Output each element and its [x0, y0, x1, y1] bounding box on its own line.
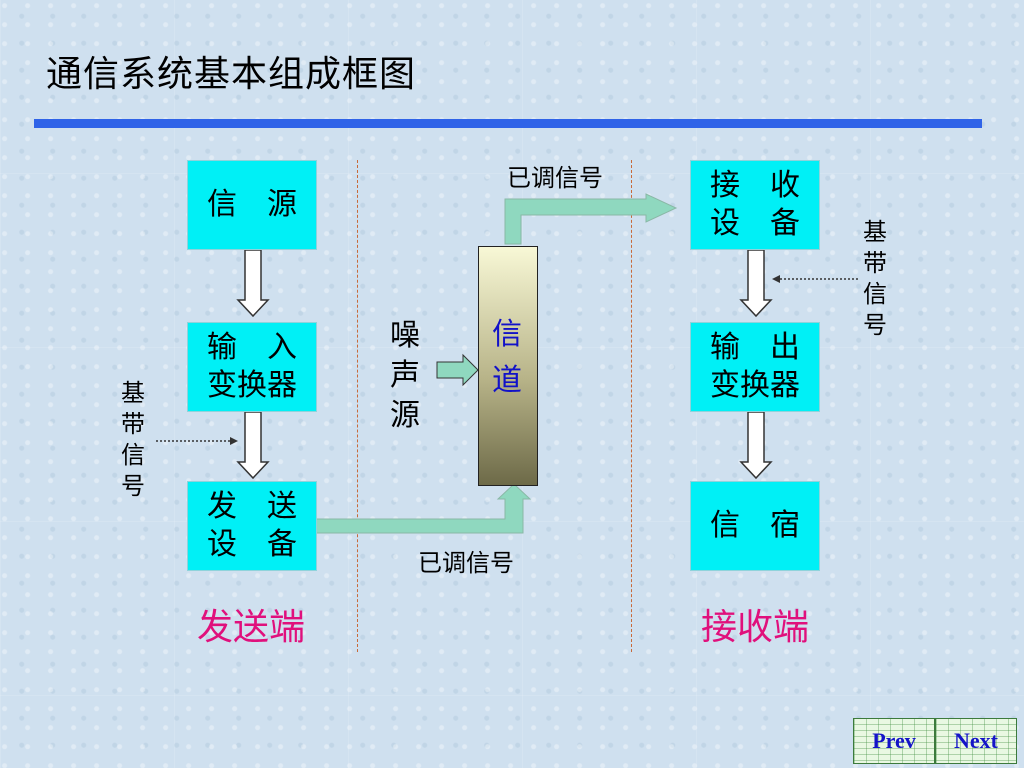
box-transmitter-line1: 发 送 — [207, 489, 297, 524]
noise-source-label: 噪声源 — [390, 318, 420, 433]
baseband-label-left: 基带信号 — [121, 379, 145, 500]
arrow-input-to-transmitter — [236, 411, 270, 480]
box-receiver-line2: 设 备 — [710, 206, 800, 241]
arrow-output-to-sink — [739, 411, 773, 480]
title-underline — [34, 119, 982, 128]
receiver-side-label: 接收端 — [701, 607, 810, 648]
sender-side-label: 发送端 — [197, 607, 306, 648]
box-source-label: 信 源 — [207, 187, 297, 222]
box-output-line1: 输 出 — [710, 330, 800, 365]
box-transmitter: 发 送 设 备 — [187, 481, 317, 571]
arrow-noise-to-channel — [436, 353, 479, 387]
left-divider — [357, 160, 358, 652]
box-sink-label: 信 宿 — [710, 508, 800, 543]
arrow-transmitter-to-channel — [315, 483, 532, 534]
box-receiver-line1: 接 收 — [710, 168, 800, 203]
arrow-source-to-input — [236, 249, 270, 318]
box-input-line1: 输 入 — [207, 330, 297, 365]
channel-label: 信道 — [492, 317, 522, 398]
right-divider — [631, 160, 632, 652]
prev-button[interactable]: Prev — [853, 718, 935, 764]
baseband-label-right: 基带信号 — [863, 218, 887, 339]
next-button[interactable]: Next — [935, 718, 1017, 764]
arrow-channel-to-receiver — [504, 193, 678, 245]
box-output-line2: 变换器 — [710, 368, 800, 403]
channel-cylinder — [478, 246, 538, 486]
box-input-line2: 变换器 — [207, 368, 297, 403]
arrow-receiver-to-output — [739, 249, 773, 318]
box-receiver: 接 收 设 备 — [690, 160, 820, 250]
box-source: 信 源 — [187, 160, 317, 250]
box-output-transducer: 输 出 变换器 — [690, 322, 820, 412]
box-transmitter-line2: 设 备 — [207, 527, 297, 562]
box-input-transducer: 输 入 变换器 — [187, 322, 317, 412]
modulated-signal-label-top: 已调信号 — [507, 164, 603, 192]
modulated-signal-label-bottom: 已调信号 — [418, 549, 514, 577]
box-sink: 信 宿 — [690, 481, 820, 571]
page-title: 通信系统基本组成框图 — [46, 54, 417, 95]
